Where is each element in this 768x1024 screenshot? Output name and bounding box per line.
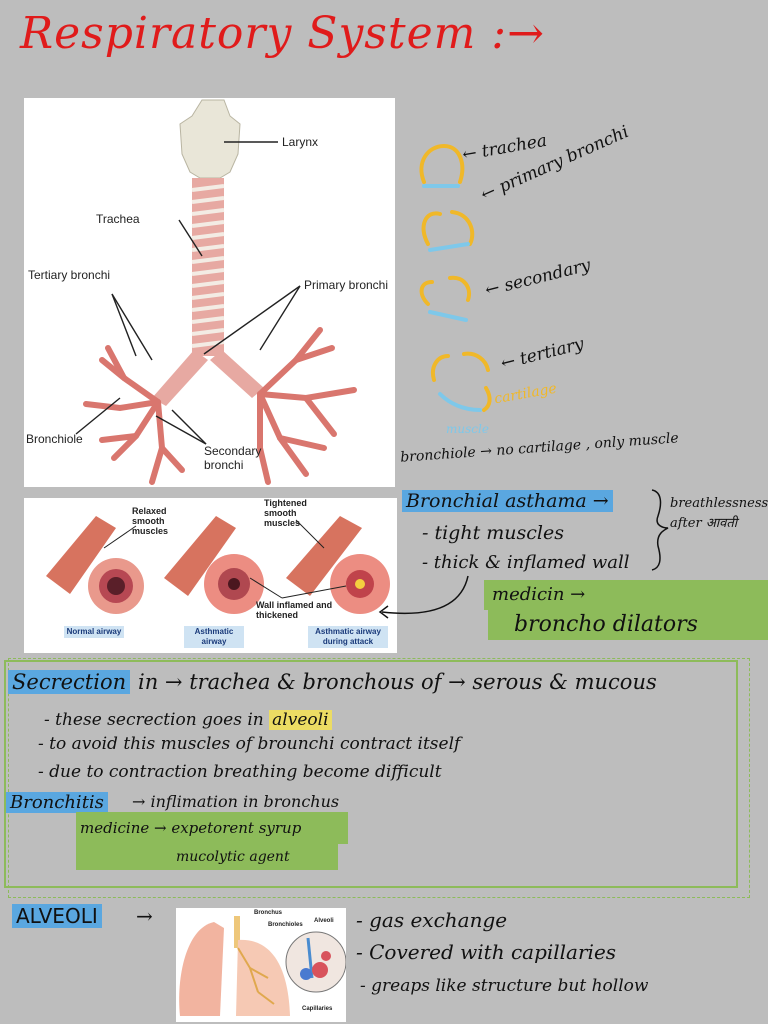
label-bronchioles: Bronchioles xyxy=(268,922,303,928)
alveoli-point-capillaries: - Covered with capillaries xyxy=(356,940,617,964)
alveoli-highlight: alveoli xyxy=(269,710,332,730)
asthma-treatment: broncho dilators xyxy=(488,610,768,640)
asthma-point-tight-muscles: - tight muscles xyxy=(422,522,564,544)
label-trachea: Trachea xyxy=(96,212,140,226)
bronchitis-medicine: medicine → expetorent syrup xyxy=(76,812,348,844)
label-secondary-bronchi: Secondary bronchi xyxy=(204,444,262,472)
label-bronchiole: Bronchiole xyxy=(26,432,83,446)
note-primary-bronchi-ring: ← primary bronchi xyxy=(477,121,632,206)
label-tertiary-bronchi: Tertiary bronchi xyxy=(28,268,111,282)
secretion-label: Secrection xyxy=(8,670,131,694)
bronchitis-label: Bronchitis xyxy=(6,792,108,813)
asthma-medicine-label: medicin → xyxy=(484,580,768,610)
bronchial-tree-figure: Larynx Trachea Tertiary bronchi Primary … xyxy=(24,98,395,487)
secretion-dashed-box xyxy=(8,658,750,898)
alveoli-figure: Bronchus Bronchioles Alveoli Capillaries xyxy=(176,908,346,1022)
asthma-point-inflamed-wall: - thick & inflamed wall xyxy=(422,552,630,573)
secretion-bullet-contract: - to avoid this muscles of brounchi cont… xyxy=(38,734,461,754)
alveoli-arrow: → xyxy=(136,904,153,928)
secretion-bullet-alveoli-text: - these secrection goes in xyxy=(44,710,264,730)
caption-asthmatic-airway: Asthmatic airway xyxy=(184,626,244,648)
note-bronchiole: bronchiole → no cartilage , only muscle xyxy=(399,430,680,466)
airway-illustrations xyxy=(46,516,390,614)
asthma-heading: Bronchial asthama → xyxy=(402,490,613,512)
label-capillaries: Capillaries xyxy=(302,1006,333,1012)
label-alveoli: Alveoli xyxy=(314,918,334,924)
secretion-bullet-difficult: - due to contraction breathing become di… xyxy=(38,762,442,782)
label-tightened-muscles: Tightened smooth muscles xyxy=(264,498,307,528)
bronchial-tree-illustration xyxy=(75,99,357,485)
caption-attack-airway: Asthmatic airway during attack xyxy=(308,626,388,648)
lung-alveoli-illustration xyxy=(179,916,346,1016)
secretion-line: in → trachea & bronchous of → serous & m… xyxy=(138,670,657,694)
caption-normal-airway: Normal airway xyxy=(64,626,124,638)
label-bronchus: Bronchus xyxy=(254,910,283,916)
alveoli-point-gas-exchange: - gas exchange xyxy=(356,908,508,932)
secretion-bullet-alveoli: - these secrection goes in alveoli xyxy=(44,710,332,730)
note-secondary-ring: ← secondary xyxy=(483,255,593,301)
bronchitis-definition: → inflimation in bronchus xyxy=(132,792,340,811)
note-cartilage: cartilage xyxy=(493,380,558,408)
note-tertiary-ring: ← tertiary xyxy=(498,334,586,374)
alveoli-point-grapes: - greaps like structure but hollow xyxy=(360,976,649,996)
bronchitis-mucolytic: mucolytic agent xyxy=(76,844,338,870)
asthma-side-note: breathlessness after आवती xyxy=(670,496,768,531)
asthma-airway-figure: Relaxed smooth muscles Tightened smooth … xyxy=(24,498,397,653)
secretion-section-box xyxy=(4,660,738,888)
label-wall-inflamed: Wall inflamed and thickened xyxy=(256,600,333,620)
alveoli-label: ALVEOLI xyxy=(12,904,102,928)
label-relaxed-muscles: Relaxed smooth muscles xyxy=(132,506,169,536)
label-larynx: Larynx xyxy=(282,135,319,149)
page-title: Respiratory System :→ xyxy=(20,8,546,59)
note-muscle: muscle xyxy=(446,422,489,436)
label-primary-bronchi: Primary bronchi xyxy=(304,278,389,292)
